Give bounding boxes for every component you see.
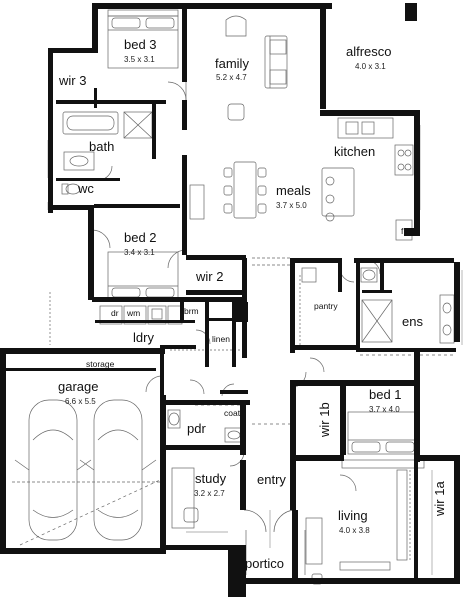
bed3-size: 3.5 x 3.1 <box>124 55 155 64</box>
meals-label: meals <box>276 183 311 198</box>
dr-label: dr <box>111 308 119 318</box>
living-size: 4.0 x 3.8 <box>339 526 370 535</box>
meals-size: 3.7 x 5.0 <box>276 201 307 210</box>
bed2-label: bed 2 <box>124 230 157 245</box>
living-label: living <box>338 508 368 523</box>
entry-label: entry <box>257 472 286 487</box>
portico-label: portico <box>245 556 285 571</box>
coat-label: coat <box>224 408 241 418</box>
bed3-label: bed 3 <box>124 37 157 52</box>
pantry-label: pantry <box>314 301 338 311</box>
wir1a-label: wir 1a <box>432 481 447 516</box>
fridge-label: f <box>401 226 404 236</box>
wir1b-label: wir 1b <box>317 402 332 437</box>
walls <box>0 3 460 597</box>
bed2-size: 3.4 x 3.1 <box>124 248 155 257</box>
ldry-label: ldry <box>133 330 154 345</box>
alfresco-size: 4.0 x 3.1 <box>355 62 386 71</box>
bath-label: bath <box>89 139 115 154</box>
wc-label: wc <box>78 181 94 196</box>
pdr-label: pdr <box>187 421 206 436</box>
garage-label: garage <box>58 379 99 394</box>
ens-label: ens <box>402 314 423 329</box>
bed1-label: bed 1 <box>369 387 402 402</box>
wm-label: wm <box>127 308 141 318</box>
family-label: family <box>215 56 249 71</box>
bed1-size: 3.7 x 4.0 <box>369 405 400 414</box>
wir2-label: wir 2 <box>196 269 224 284</box>
linen-label: linen <box>212 334 230 344</box>
brm-label: brm <box>184 306 199 316</box>
wir3-label: wir 3 <box>59 73 87 88</box>
study-label: study <box>195 471 227 486</box>
family-size: 5.2 x 4.7 <box>216 73 247 82</box>
study-size: 3.2 x 2.7 <box>194 489 225 498</box>
alfresco-label: alfresco <box>346 44 392 59</box>
kitchen-label: kitchen <box>334 144 376 159</box>
garage-size: 6.6 x 5.5 <box>65 397 96 406</box>
storage-label: storage <box>86 359 115 369</box>
fixtures <box>12 9 463 585</box>
